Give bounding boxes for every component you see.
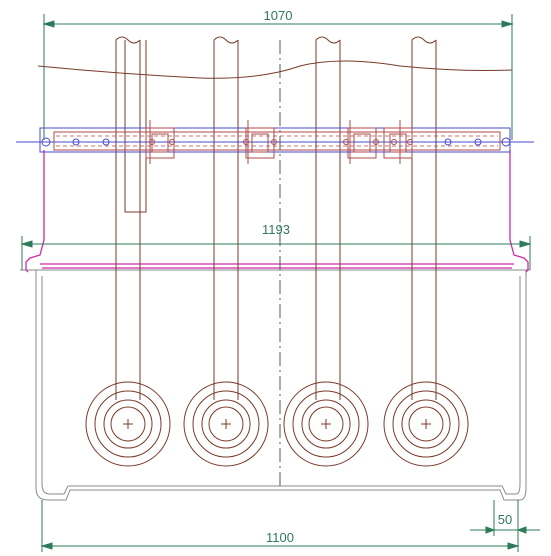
pole-4 <box>411 36 437 400</box>
insulator-1 <box>85 381 171 467</box>
poles <box>37 36 513 400</box>
pole-3 <box>315 36 341 400</box>
pole-2 <box>213 36 239 400</box>
dimension-corner-label: 50 <box>498 512 512 527</box>
dimension-mid-label: 1193 <box>262 222 290 237</box>
clamp-1 <box>145 120 175 164</box>
clamp-3 <box>343 120 379 164</box>
dimension-top-label: 1070 <box>264 8 293 23</box>
insulator-2 <box>183 381 269 467</box>
mounting-rail <box>16 127 534 153</box>
clamp-4 <box>383 120 413 164</box>
cabinet-outline <box>20 269 530 501</box>
insulator-3 <box>283 381 369 467</box>
dimension-bottom-label: 1100 <box>266 530 294 545</box>
pole-clamps <box>145 120 413 164</box>
insulator-4 <box>383 381 469 467</box>
cabinet-rim <box>25 150 529 273</box>
insulators <box>85 381 469 467</box>
dimension-lines <box>20 14 540 552</box>
clamp-2 <box>243 120 277 164</box>
pole-1 <box>115 36 147 400</box>
